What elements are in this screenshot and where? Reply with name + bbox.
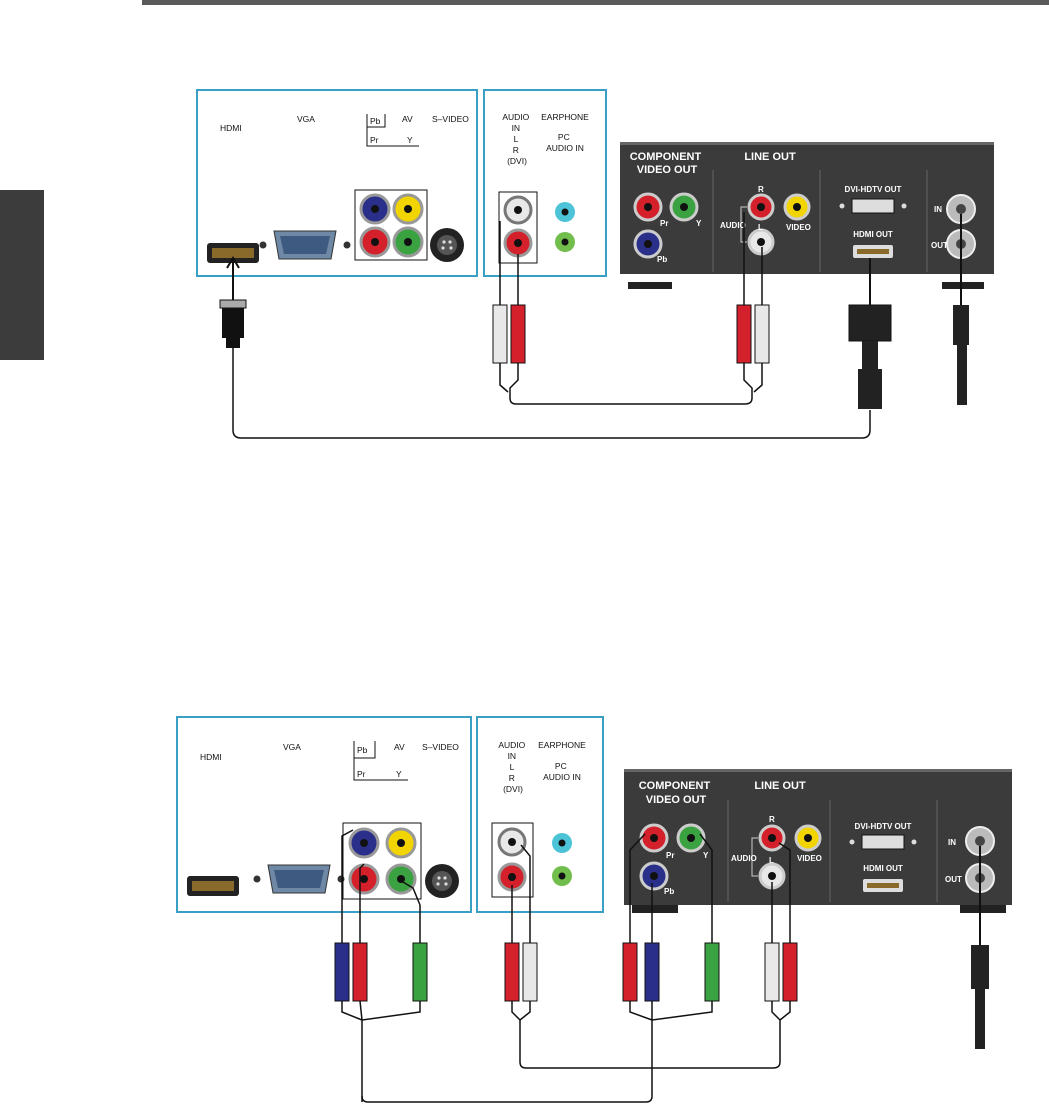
dev-audio-label: AUDIO bbox=[720, 221, 746, 230]
component-video-out-label: COMPONENT VIDEO OUT bbox=[630, 151, 705, 176]
dvi-hdtv-out-label-2: DVI-HDTV OUT bbox=[855, 822, 912, 831]
dev-pb-label: Pb bbox=[657, 255, 667, 264]
hdmi-cable bbox=[220, 258, 870, 438]
av-label: AV bbox=[402, 114, 413, 124]
svideo-port-icon-2 bbox=[425, 864, 459, 898]
dev-r-label-2: R bbox=[769, 815, 775, 824]
hdmi-label-2: HDMI bbox=[200, 752, 222, 762]
dev-r-label: R bbox=[758, 185, 764, 194]
line-out-label-2: LINE OUT bbox=[754, 780, 806, 792]
pb-label: Pb bbox=[370, 116, 381, 126]
rf-in-label: IN bbox=[934, 205, 942, 214]
dev-pb-label-2: Pb bbox=[664, 887, 674, 896]
rf-out-label-2: OUT bbox=[945, 875, 962, 884]
earphone-label-2: EARPHONE bbox=[538, 740, 586, 750]
pb-label-2: Pb bbox=[357, 745, 368, 755]
diagram-component-connection: HDMI VGA Pb Pr Y AV S–VIDEO AUDIO IN L R… bbox=[177, 717, 1012, 1102]
y-label-2: Y bbox=[396, 769, 402, 779]
dvd-player-rear-panel-2: COMPONENT VIDEO OUT LINE OUT Pr Y Pb R L… bbox=[624, 769, 1012, 913]
hdmi-out-label-2: HDMI OUT bbox=[863, 864, 903, 873]
dev-audio-label-2: AUDIO bbox=[731, 854, 757, 863]
dev-y-label: Y bbox=[696, 219, 702, 228]
svideo-label-2: S–VIDEO bbox=[422, 742, 459, 752]
dev-l-label: L bbox=[758, 223, 763, 232]
av-label-2: AV bbox=[394, 742, 405, 752]
dvi-port-icon bbox=[852, 199, 894, 213]
vga-label: VGA bbox=[297, 114, 315, 124]
y-label: Y bbox=[407, 135, 413, 145]
pr-label-2: Pr bbox=[357, 769, 366, 779]
diagram-hdmi-connection: HDMI VGA Pb Pr Y AV S–VIDEO AUDIO IN L R… bbox=[197, 90, 994, 438]
rf-out-label: OUT bbox=[931, 241, 948, 250]
dvd-player-rear-panel: COMPONENT VIDEO OUT LINE OUT Pr Y Pb R L… bbox=[620, 142, 994, 289]
dev-video-label-2: VIDEO bbox=[797, 854, 822, 863]
dev-y-label-2: Y bbox=[703, 851, 709, 860]
dev-pr-label-2: Pr bbox=[666, 851, 674, 860]
rf-in-label-2: IN bbox=[948, 838, 956, 847]
hdmi-out-label: HDMI OUT bbox=[853, 230, 893, 239]
dev-video-label: VIDEO bbox=[786, 223, 811, 232]
line-out-label: LINE OUT bbox=[744, 151, 796, 163]
dev-pr-label: Pr bbox=[660, 219, 668, 228]
dev-l-label-2: L bbox=[769, 856, 774, 865]
earphone-label: EARPHONE bbox=[541, 112, 589, 122]
hdmi-port-icon-2 bbox=[187, 876, 239, 896]
svideo-label: S–VIDEO bbox=[432, 114, 469, 124]
pr-label: Pr bbox=[370, 135, 379, 145]
dvi-port-icon-2 bbox=[862, 835, 904, 849]
hdmi-dvi-cable bbox=[849, 258, 891, 409]
dvi-hdtv-out-label: DVI-HDTV OUT bbox=[845, 185, 902, 194]
svideo-port-icon bbox=[430, 228, 464, 262]
vga-label-2: VGA bbox=[283, 742, 301, 752]
hdmi-label: HDMI bbox=[220, 123, 242, 133]
